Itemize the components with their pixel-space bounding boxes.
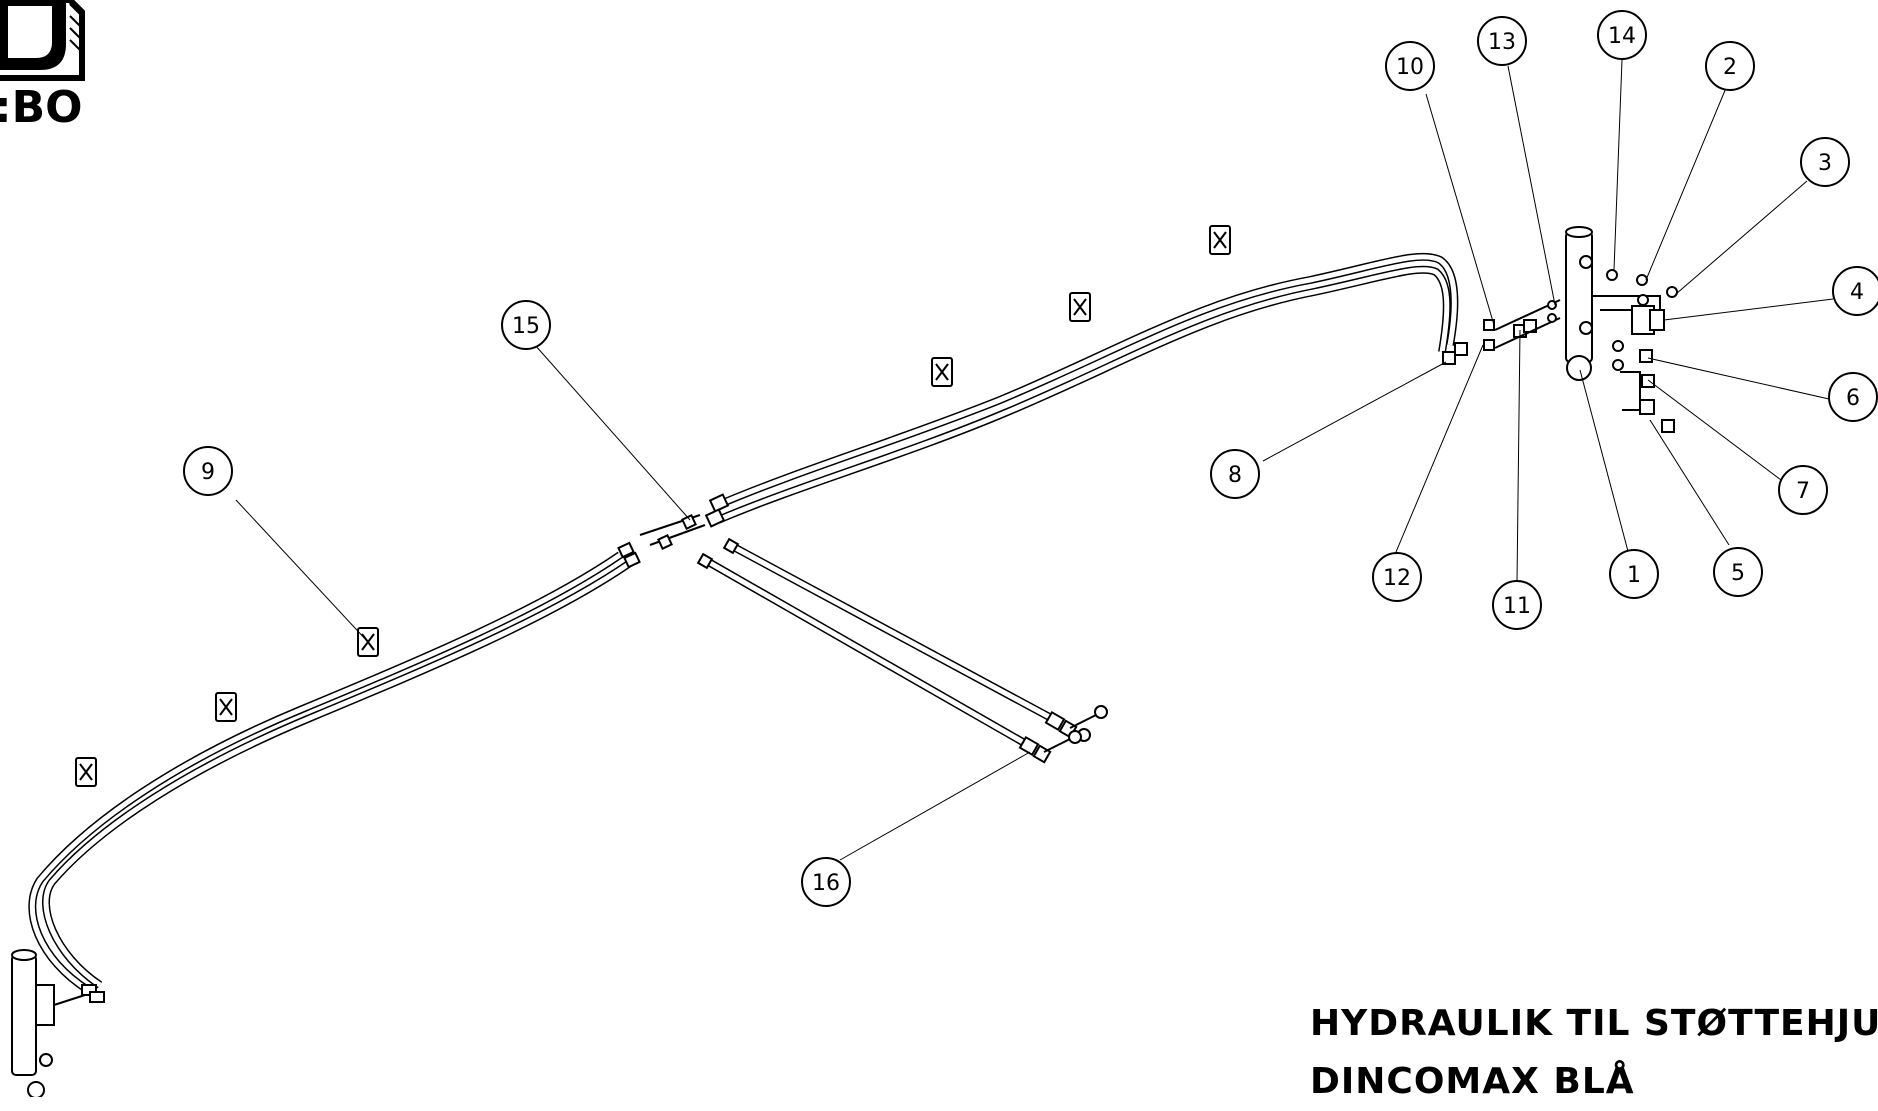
svg-text:5: 5 xyxy=(1731,561,1745,586)
callout-6: 6 xyxy=(1828,372,1878,422)
company-logo: :BO xyxy=(0,0,85,133)
leader-lines xyxy=(235,59,1834,861)
svg-text:4: 4 xyxy=(1850,280,1864,305)
svg-text:12: 12 xyxy=(1383,566,1411,591)
svg-text:10: 10 xyxy=(1396,55,1424,80)
callout-4: 4 xyxy=(1832,266,1878,316)
callout-7: 7 xyxy=(1778,465,1828,515)
svg-text:9: 9 xyxy=(201,460,215,485)
svg-text:11: 11 xyxy=(1503,594,1531,619)
left-cylinder xyxy=(11,949,105,1097)
straight-pipes xyxy=(639,514,1057,749)
svg-text:7: 7 xyxy=(1796,479,1810,504)
svg-text:14: 14 xyxy=(1608,24,1636,49)
svg-text:8: 8 xyxy=(1228,463,1242,488)
junction-fittings xyxy=(617,493,740,570)
callout-15: 15 xyxy=(501,300,551,350)
main-hose-pair xyxy=(28,252,1459,994)
callout-14: 14 xyxy=(1597,10,1647,60)
callout-2: 2 xyxy=(1705,41,1755,91)
svg-text:16: 16 xyxy=(812,871,840,896)
callout-16: 16 xyxy=(801,857,851,907)
callout-9: 9 xyxy=(183,446,233,496)
callout-10: 10 xyxy=(1385,41,1435,91)
callout-11: 11 xyxy=(1492,580,1542,630)
hose-clamps xyxy=(75,225,1231,787)
right-valve-assembly xyxy=(1442,226,1678,433)
callout-3: 3 xyxy=(1800,137,1850,187)
callout-12: 12 xyxy=(1372,552,1422,602)
callout-1: 1 xyxy=(1609,549,1659,599)
callout-8: 8 xyxy=(1210,449,1260,499)
pipe-end-fittings xyxy=(1018,705,1108,764)
svg-text:6: 6 xyxy=(1846,386,1860,411)
svg-text:2: 2 xyxy=(1723,55,1737,80)
drawing-title: HYDRAULIK TIL STØTTEHJUL DINCOMAX BLÅ xyxy=(1310,995,1878,1111)
title-line-1: HYDRAULIK TIL STØTTEHJUL xyxy=(1310,1003,1878,1044)
callout-5: 5 xyxy=(1713,547,1763,597)
svg-text:1: 1 xyxy=(1627,563,1641,588)
logo-text: :BO xyxy=(0,82,83,133)
svg-text:13: 13 xyxy=(1488,30,1516,55)
callout-13: 13 xyxy=(1477,16,1527,66)
svg-text:3: 3 xyxy=(1818,151,1832,176)
svg-text:15: 15 xyxy=(512,314,540,339)
title-line-2: DINCOMAX BLÅ xyxy=(1310,1061,1635,1102)
